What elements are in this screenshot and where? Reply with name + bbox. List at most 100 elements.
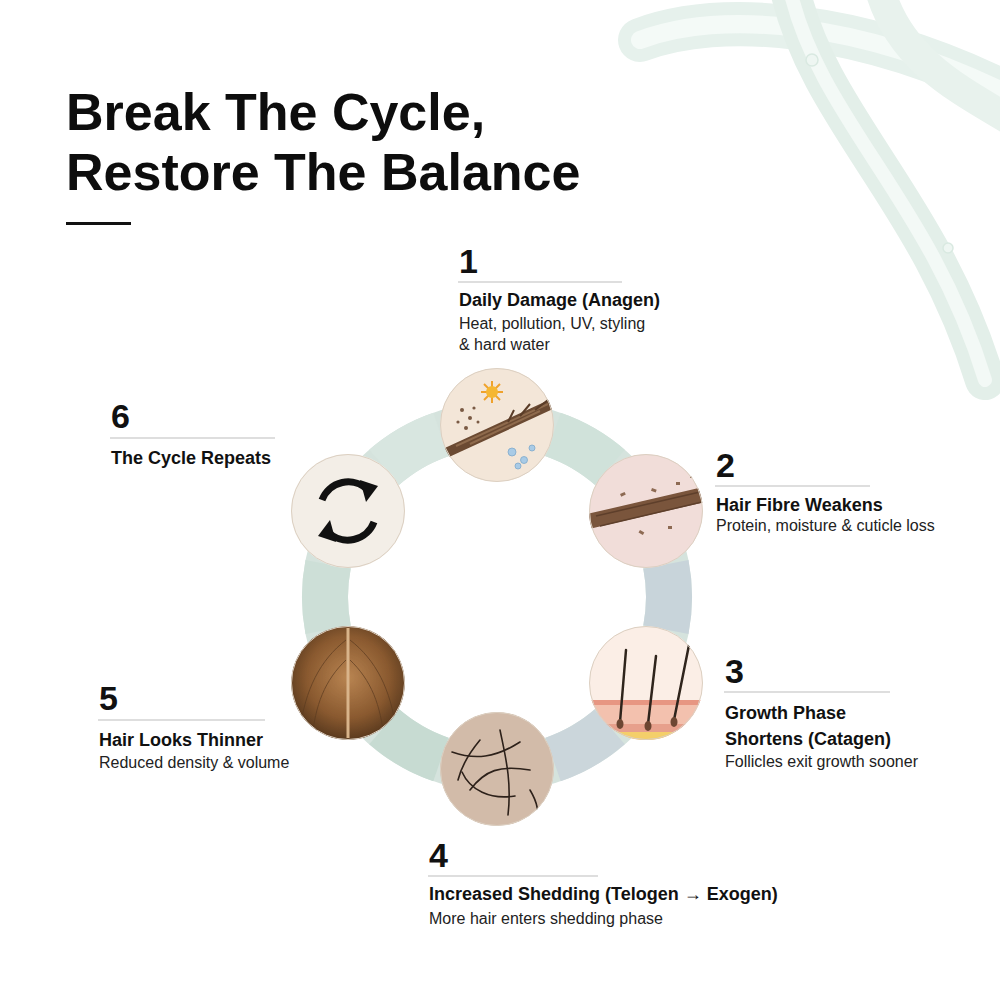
hair-top-view — [291, 626, 405, 740]
water-drops — [508, 445, 535, 469]
hair-strand — [586, 494, 706, 522]
dot — [464, 426, 468, 430]
hair-line — [350, 660, 384, 740]
step-heading: The Cycle Repeats — [111, 446, 271, 470]
step-circle: 6The Cycle Repeats — [291, 454, 405, 568]
cycle-segment — [666, 564, 669, 629]
flake — [668, 526, 672, 529]
step-rule — [724, 692, 890, 693]
step-heading: Growth Phase Shortens (Catagen) — [725, 700, 910, 752]
hair — [452, 742, 520, 757]
step-number: 6 — [111, 399, 130, 433]
step-description: Heat, pollution, UV, styling & hard wate… — [459, 313, 655, 355]
dot — [460, 408, 464, 412]
step-heading: Increased Shedding (Telogen → Exogen) — [429, 882, 778, 906]
drop — [529, 445, 535, 451]
circle-ground — [291, 454, 405, 568]
hair-parting — [347, 628, 350, 738]
gel-band — [880, 0, 1000, 120]
step-circle: 2Hair Fibre WeakensProtein, moisture & c… — [589, 454, 703, 568]
follicle-illustration — [586, 626, 706, 752]
bulb — [671, 717, 678, 727]
hair — [462, 772, 515, 797]
dot — [472, 406, 475, 409]
split-ends — [508, 400, 548, 422]
circle-ground — [440, 712, 554, 826]
shed-hairs — [452, 730, 538, 822]
step-number: 4 — [429, 838, 448, 872]
hair — [500, 730, 509, 815]
step-description: Protein, moisture & cuticle loss — [716, 515, 935, 536]
hair-line — [350, 640, 396, 730]
pollution-dots — [456, 406, 479, 430]
sun-icon — [481, 381, 503, 403]
cycle-arrowhead — [318, 520, 336, 542]
cycle-arrow — [322, 482, 368, 500]
sun-disc — [486, 386, 498, 398]
follicle-bulbs — [617, 717, 678, 731]
shedding-illustration — [440, 712, 554, 826]
drop — [508, 448, 516, 456]
step-heading: Hair Fibre Weakens — [716, 493, 883, 517]
step-rule — [428, 876, 598, 877]
step-number: 2 — [716, 448, 735, 482]
cycle-segment — [384, 727, 440, 760]
fibre-illustration — [586, 454, 706, 568]
step-description: Reduced density & volume — [99, 752, 289, 773]
cycle-arrow — [328, 522, 374, 540]
skin-layer — [586, 700, 706, 750]
flake — [620, 492, 626, 497]
diagram-title: Break The Cycle, Restore The Balance — [66, 82, 646, 202]
flake — [651, 488, 657, 493]
dot — [456, 420, 459, 423]
fat-layer — [586, 732, 706, 752]
step-description: More hair enters shedding phase — [429, 908, 663, 929]
step-circle: 4Increased Shedding (Telogen → Exogen)Mo… — [440, 712, 554, 826]
flake — [690, 476, 694, 478]
step-heading: Daily Damage (Anagen) — [459, 288, 660, 312]
cycle-arrowhead — [360, 480, 378, 502]
cycle-segment — [553, 727, 609, 760]
step-number: 1 — [459, 244, 478, 278]
bulb — [645, 721, 652, 731]
shaft — [648, 656, 656, 724]
sun-ray — [484, 384, 500, 400]
repeat-illustration — [291, 454, 405, 568]
cycle-segment — [553, 434, 609, 467]
sun-ray — [484, 384, 500, 400]
step-circle: 5Hair Looks ThinnerReduced density & vol… — [291, 626, 405, 740]
step-rule — [110, 438, 275, 439]
drop — [515, 463, 521, 469]
gel-bubble — [943, 243, 953, 253]
cycle-segment — [325, 564, 328, 629]
cycle-segment — [384, 434, 440, 467]
step-rule — [98, 720, 265, 721]
gel-bubble — [806, 54, 818, 66]
flake — [639, 530, 645, 535]
step-circle: 1Daily Damage (Anagen)Heat, pollution, U… — [440, 368, 554, 482]
hair — [530, 790, 538, 822]
step-description: Follicles exit growth sooner — [725, 751, 918, 772]
step-circle: 3Growth Phase Shortens (Catagen)Follicle… — [589, 626, 703, 740]
step-heading: Hair Looks Thinner — [99, 728, 263, 752]
damage-illustration — [440, 368, 554, 482]
gel-band — [790, 0, 985, 380]
hair-lines — [300, 640, 396, 740]
hair-line — [312, 660, 346, 740]
gel-highlight — [790, 0, 985, 380]
step-rule — [458, 282, 622, 283]
shaft — [674, 640, 690, 720]
step-rule — [715, 486, 870, 487]
title-underline — [66, 222, 131, 225]
cuticle-flakes — [620, 476, 694, 535]
gel-swirl — [640, 0, 1000, 380]
step-number: 5 — [99, 681, 118, 715]
hair-strand — [448, 404, 552, 452]
hair-line — [300, 640, 346, 730]
dot — [468, 416, 472, 420]
shaft — [620, 650, 626, 722]
step-rules — [98, 282, 890, 876]
strand-texture — [596, 492, 702, 526]
step-number: 3 — [725, 654, 744, 688]
